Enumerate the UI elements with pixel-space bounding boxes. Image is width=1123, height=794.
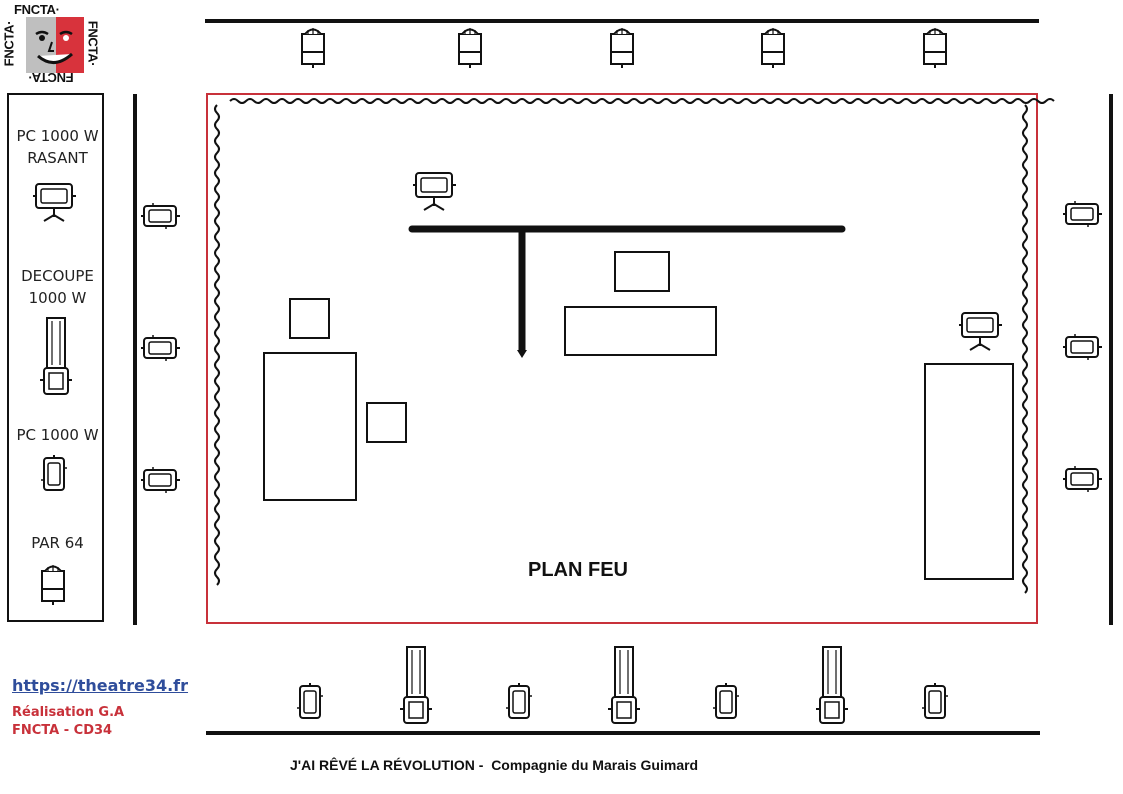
logo-text-top: FNCTA·	[14, 2, 60, 17]
credits: Réalisation G.A FNCTA - CD34	[12, 704, 124, 740]
t-bar-arrow	[517, 350, 527, 358]
pc-icon	[921, 682, 949, 719]
pc-icon	[1062, 333, 1103, 361]
par64-icon	[458, 27, 482, 69]
credit-author: Réalisation G.A	[12, 705, 125, 720]
pc-icon	[140, 334, 181, 362]
pc-icon	[140, 466, 181, 494]
pc-rasant-icon	[412, 172, 457, 211]
par64-icon	[301, 27, 325, 69]
decoupe-icon	[399, 646, 433, 724]
set-table-left	[263, 352, 357, 501]
par64-icon	[761, 27, 785, 69]
decoupe-icon	[607, 646, 641, 724]
credit-org: FNCTA - CD34	[12, 723, 113, 738]
left-batten	[133, 94, 137, 625]
fncta-mask-icon	[26, 17, 84, 73]
footer-separator: -	[474, 757, 492, 773]
set-platform-right	[924, 363, 1014, 580]
legend-pc-rasant-icon	[32, 183, 77, 222]
stage-outline	[206, 93, 1038, 624]
set-cube-2	[366, 402, 407, 443]
decoupe-icon	[815, 646, 849, 724]
pc-icon	[1062, 465, 1103, 493]
top-batten	[205, 19, 1039, 23]
legend-label-pc: PC 1000 W	[16, 426, 99, 444]
curtain-top	[229, 98, 1055, 104]
footer-company: Compagnie du Marais Guimard	[491, 757, 699, 773]
right-batten	[1109, 94, 1113, 625]
legend-pc-icon	[40, 454, 68, 491]
bottom-batten	[206, 731, 1040, 735]
par64-icon	[923, 27, 947, 69]
legend-decoupe-icon	[39, 317, 73, 395]
footer: J'AI RÊVÉ LA RÉVOLUTION - Compagnie du M…	[290, 757, 698, 773]
fncta-logo: FNCTA· FNCTA· FNCTA· FNCTA·	[1, 2, 100, 86]
curtain-right	[1022, 104, 1028, 594]
pc-rasant-icon	[958, 312, 1003, 351]
pc-icon	[140, 202, 181, 230]
plan-title: PLAN FEU	[528, 559, 628, 581]
pc-icon	[505, 682, 533, 719]
legend-par64-icon	[41, 564, 65, 606]
website-link[interactable]: https://theatre34.fr	[12, 676, 189, 695]
par64-icon	[610, 27, 634, 69]
curtain-left	[214, 104, 220, 586]
footer-play-title: J'AI RÊVÉ LA RÉVOLUTION	[290, 757, 475, 773]
pc-icon	[296, 682, 324, 719]
pc-icon	[1062, 200, 1103, 228]
pc-icon	[712, 682, 740, 719]
set-cube-3	[614, 251, 670, 292]
legend-label-par64: PAR 64	[31, 534, 84, 552]
set-bench-center	[564, 306, 717, 356]
set-cube-1	[289, 298, 330, 339]
